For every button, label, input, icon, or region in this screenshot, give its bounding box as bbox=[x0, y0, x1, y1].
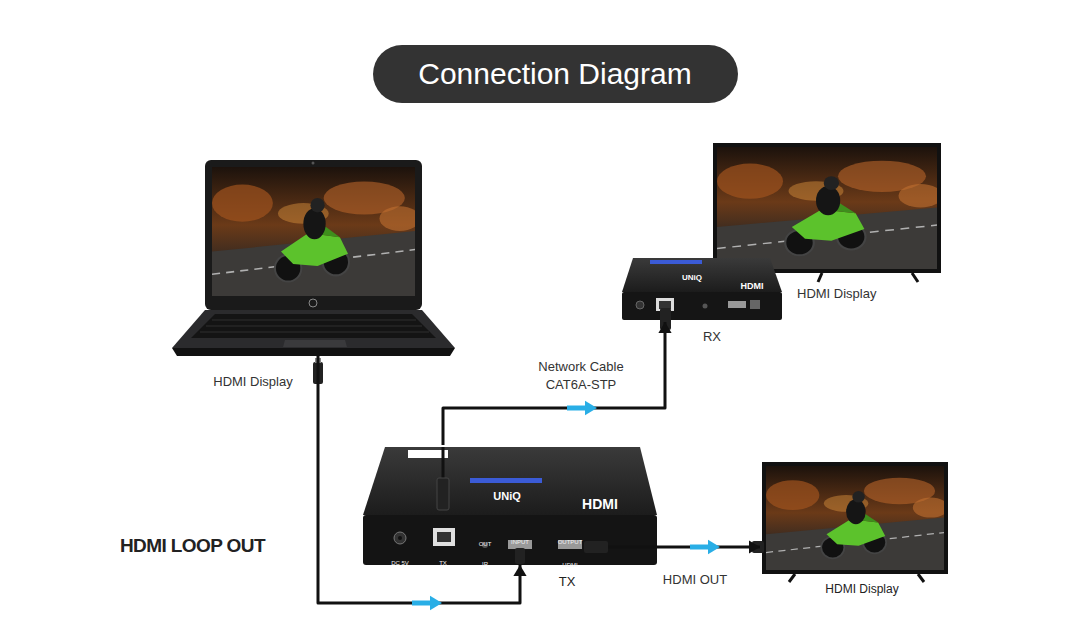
part-label: HDMI bbox=[741, 281, 764, 291]
cable-line bbox=[318, 356, 520, 603]
node-label: RX bbox=[703, 329, 721, 344]
part-label-holder: UNiQ bbox=[662, 266, 722, 284]
title-text: Connection Diagram bbox=[418, 57, 691, 90]
flow-arrow bbox=[690, 545, 710, 550]
part-label: DC 5V bbox=[391, 560, 409, 566]
part-label-holder: HDMI bbox=[550, 553, 590, 571]
arrow-head bbox=[658, 322, 671, 333]
display-node: HDMI Display bbox=[760, 460, 950, 578]
part-label: HDMI bbox=[562, 562, 577, 568]
cable-connector bbox=[318, 356, 527, 610]
node-label: HDMI Display bbox=[797, 286, 876, 301]
node-label-holder: HDMI Display bbox=[797, 284, 1069, 302]
arrow-head bbox=[708, 540, 720, 554]
cable-label: Network Cable CAT6A-STP bbox=[538, 359, 623, 392]
cable-label-holder: Network Cable CAT6A-STP bbox=[526, 357, 636, 393]
part-label: IR bbox=[482, 561, 488, 567]
part-label: UNiQ bbox=[493, 490, 521, 502]
part-label-holder: OUTPUT bbox=[550, 530, 590, 548]
part-label-holder: TX bbox=[428, 551, 458, 569]
arrow-head bbox=[430, 596, 442, 610]
arrow-head bbox=[749, 540, 760, 553]
node-label-holder: HDMI Display bbox=[103, 372, 403, 390]
part-label-holder: IR bbox=[473, 552, 497, 570]
arrow-head bbox=[513, 565, 526, 576]
part-label-holder: INPUT bbox=[500, 530, 540, 548]
part-label-holder: HDMI LOOP OUT bbox=[120, 535, 420, 558]
part-label: TX bbox=[439, 560, 447, 566]
tx-device bbox=[363, 447, 657, 565]
part-label: HDMI bbox=[582, 496, 618, 512]
node-label-holder: HDMI Display bbox=[712, 579, 1012, 597]
node-label: TX bbox=[559, 574, 576, 589]
cable-connector bbox=[657, 540, 760, 554]
node-label: HDMI Display bbox=[213, 374, 292, 389]
cable-label: HDMI OUT bbox=[663, 572, 727, 587]
rx-device bbox=[622, 258, 782, 330]
node-label-holder: RX bbox=[562, 327, 862, 345]
part-label: OUTPUT bbox=[558, 539, 583, 545]
node-label: HDMI Display bbox=[825, 582, 898, 596]
part-label: INPUT bbox=[511, 539, 529, 545]
laptop-node: HDMI Display bbox=[172, 158, 455, 356]
arrow-head bbox=[585, 401, 597, 415]
cable-label-holder: HDMI OUT bbox=[640, 570, 750, 588]
title-pill bbox=[373, 45, 738, 103]
flow-arrow bbox=[567, 406, 587, 411]
display-node: HDMI Display bbox=[713, 143, 941, 283]
part-label: UNiQ bbox=[682, 273, 702, 282]
part-label: OUT bbox=[479, 541, 492, 547]
flow-arrow bbox=[412, 601, 432, 606]
part-label-holder: DC 5V bbox=[380, 551, 420, 569]
cable-line bbox=[443, 322, 665, 445]
part-label: HDMI LOOP OUT bbox=[120, 535, 265, 556]
tv-display bbox=[752, 462, 948, 582]
part-label-holder: OUT bbox=[473, 532, 497, 550]
laptop bbox=[172, 160, 455, 384]
title-text-holder: Connection Diagram bbox=[375, 56, 735, 92]
cable-connector bbox=[443, 322, 672, 445]
part-label-holder: HDMI bbox=[450, 495, 750, 513]
part-label-holder: HDMI bbox=[727, 275, 777, 293]
